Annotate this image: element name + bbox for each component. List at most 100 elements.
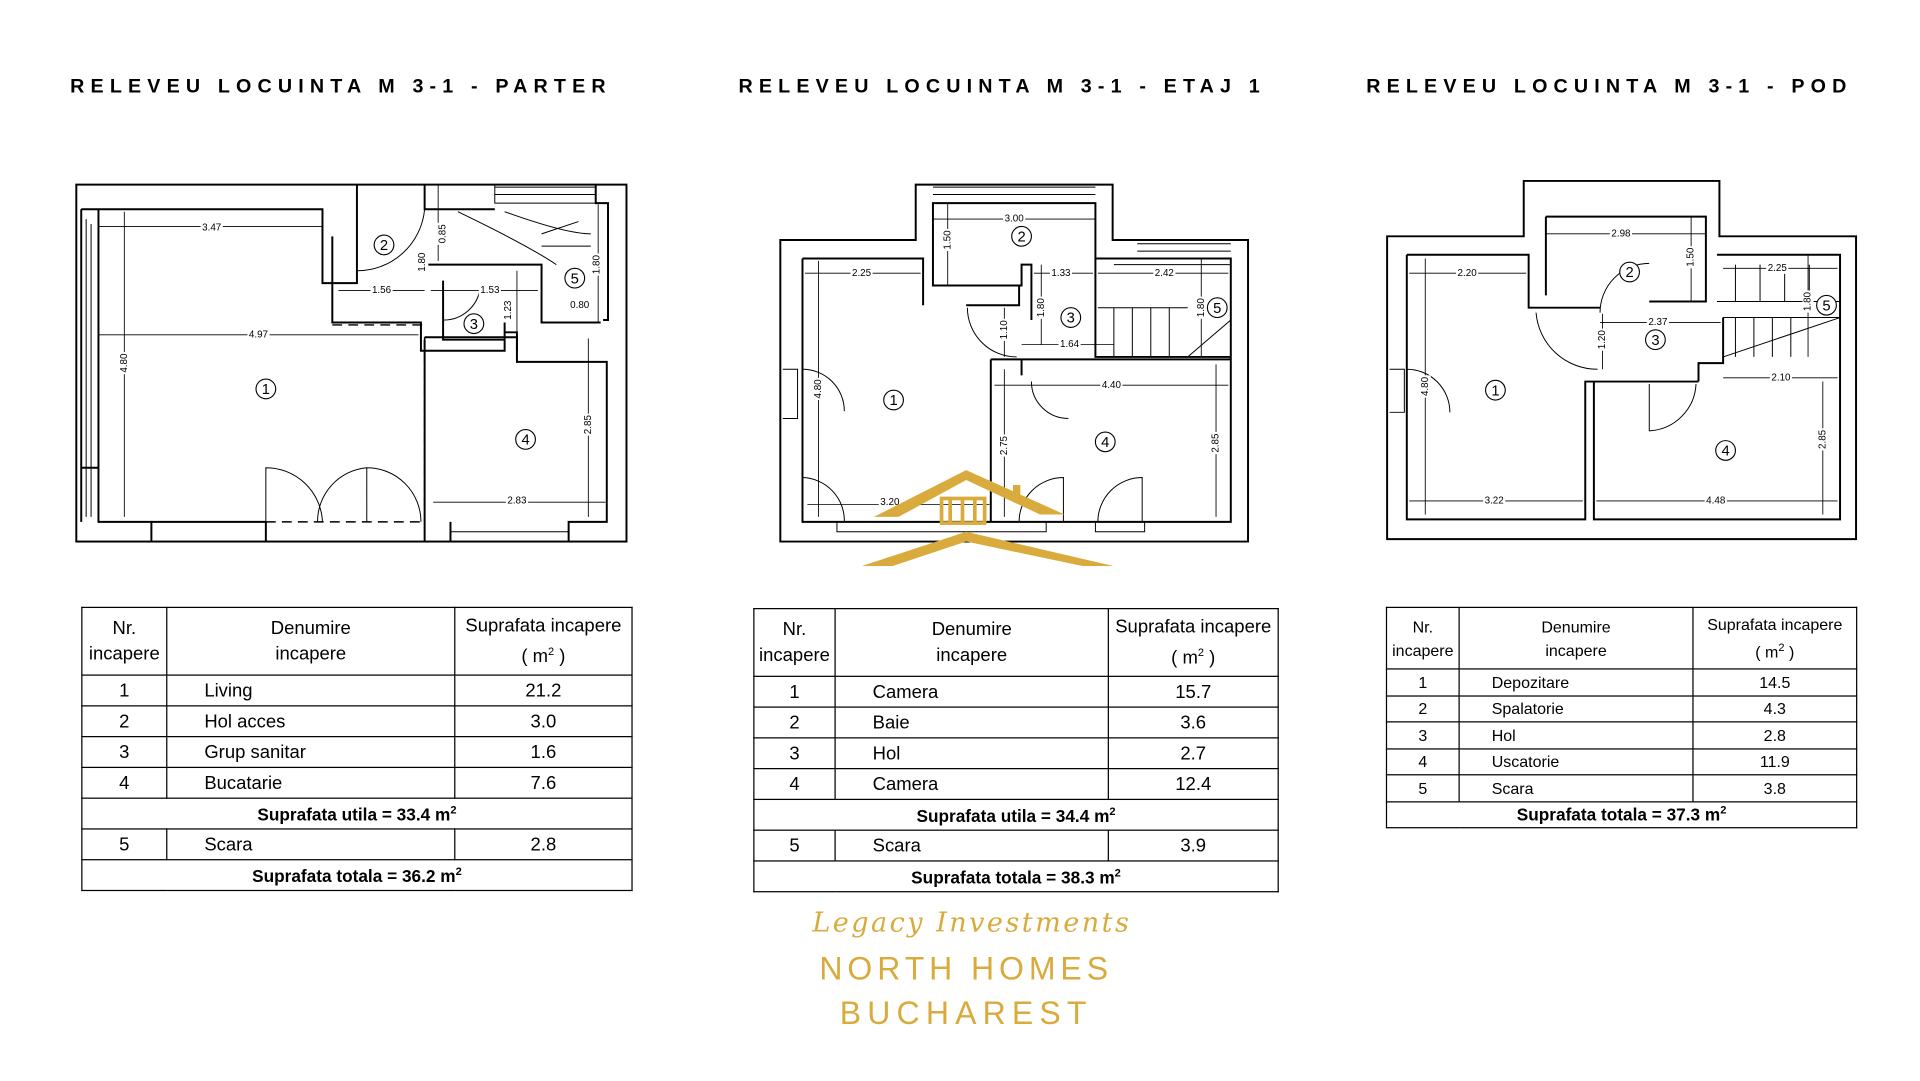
- dimension-label: 2.37: [1648, 317, 1667, 328]
- room-nr: 5: [1385, 774, 1460, 802]
- room-area: 14.5: [1692, 668, 1858, 697]
- suprafata-totala: Suprafata totala = 37.3 m: [1516, 805, 1721, 825]
- dimension-label-bg: [1003, 213, 1026, 225]
- dimension-label-bg: [942, 228, 954, 252]
- dimension-label-bg: [478, 284, 501, 297]
- dimension-label: 2.25: [1768, 263, 1788, 274]
- header-nr-2: incapere: [1392, 640, 1454, 660]
- room-area: 3.9: [1107, 829, 1279, 862]
- dimension-label: 2.75: [999, 435, 1010, 455]
- header-area: Suprafata incapere: [1115, 616, 1272, 638]
- room-number-label: 3: [1067, 311, 1075, 327]
- dimension-label-bg: [1766, 262, 1789, 274]
- dimension-label: 2.98: [1611, 228, 1631, 239]
- dimension-label-bg: [582, 413, 594, 436]
- room-area: 15.7: [1107, 675, 1279, 708]
- dimension-label-bg: [850, 267, 873, 279]
- header-name: Denumire: [931, 619, 1012, 641]
- room-area: 7.6: [454, 766, 633, 799]
- room-name: Scara: [1458, 774, 1694, 802]
- room-number-circle: [564, 267, 586, 289]
- room-nr: 2: [81, 705, 168, 738]
- dimension-label-bg: [998, 318, 1010, 341]
- plan-etaj1: [779, 183, 1250, 543]
- dimension-label: 1.64: [1060, 339, 1080, 350]
- room-number-circle: [1206, 297, 1228, 319]
- dimension-label-bg: [1153, 267, 1176, 279]
- dimension-label: 3.22: [1485, 496, 1504, 507]
- sup-2: 2: [1720, 804, 1727, 817]
- sup-2: 2: [450, 803, 457, 816]
- dimension-label-bg: [812, 377, 825, 401]
- dimension-label: 4.80: [1420, 376, 1431, 396]
- room-nr: 3: [81, 736, 168, 769]
- room-nr: 4: [81, 766, 168, 799]
- room-nr: 1: [753, 675, 836, 708]
- room-name: Hol: [834, 737, 1109, 770]
- room-nr: 4: [753, 768, 836, 801]
- dimension-label: 2.10: [1771, 372, 1791, 383]
- room-name: Camera: [834, 768, 1109, 801]
- dimension-label: 1.20: [1597, 330, 1608, 350]
- dimension-label-bg: [1685, 246, 1697, 269]
- room-nr: 2: [753, 706, 836, 739]
- dimension-label: 1.33: [1051, 268, 1071, 279]
- room-number-circle: [1485, 379, 1506, 401]
- dimension-label-bg: [998, 434, 1010, 457]
- dimension-label: 4.48: [1706, 496, 1726, 507]
- room-area: 12.4: [1107, 768, 1279, 801]
- header-nr: Nr.: [112, 617, 137, 639]
- header-area-sup: 2: [1197, 646, 1205, 659]
- header-name-2: incapere: [275, 643, 347, 665]
- room-number-label: 5: [1213, 301, 1221, 317]
- room-name: Living: [166, 674, 456, 707]
- suprafata-utila: Suprafata utila = 33.4 m: [257, 804, 451, 824]
- room-number-circle: [1816, 294, 1837, 316]
- room-area: 1.6: [454, 736, 633, 769]
- room-number-circle: [883, 389, 904, 411]
- dimension-label: 0.80: [570, 300, 590, 311]
- room-number-label: 1: [262, 382, 270, 398]
- room-area: 11.9: [1692, 747, 1858, 776]
- dimension-label-bg: [1483, 495, 1506, 507]
- dimension-label-bg: [1609, 228, 1633, 240]
- room-number-circle: [1011, 225, 1032, 247]
- suprafata-totala: Suprafata totala = 38.3 m: [911, 866, 1115, 887]
- dimension-label-bg: [1049, 267, 1073, 279]
- room-number-circle: [1715, 440, 1736, 461]
- dimension-label: 2.85: [1817, 429, 1828, 449]
- dimension-label-bg: [878, 496, 901, 508]
- dimension-label-bg: [505, 495, 529, 507]
- title-pod: RELEVEU LOCUINTA M 3-1 - POD: [1366, 76, 1853, 98]
- watermark-script: Legacy Investments: [812, 908, 1132, 940]
- room-name: Uscatorie: [1458, 747, 1694, 776]
- sup-2: 2: [455, 864, 462, 878]
- watermark-brand-line2: BUCHAREST: [839, 994, 1093, 1032]
- dimension-label-bg: [1817, 428, 1829, 451]
- dimension-label-bg: [118, 352, 130, 375]
- dimension-label-bg: [1210, 432, 1222, 455]
- header-nr: Nr.: [1412, 617, 1434, 636]
- title-parter: RELEVEU LOCUINTA M 3-1 - PARTER: [70, 76, 612, 98]
- dimension-label: 4.97: [249, 329, 268, 340]
- dimension-label-bg: [1646, 316, 1669, 329]
- room-number-circle: [1060, 307, 1082, 328]
- room-number-label: 5: [571, 271, 579, 287]
- dimension-label: 2.83: [507, 496, 527, 507]
- room-name: Scara: [834, 829, 1109, 862]
- room-nr: 5: [81, 828, 168, 861]
- dimension-label-bg: [502, 299, 514, 322]
- room-nr: 1: [81, 674, 168, 707]
- dimension-label-bg: [568, 299, 591, 311]
